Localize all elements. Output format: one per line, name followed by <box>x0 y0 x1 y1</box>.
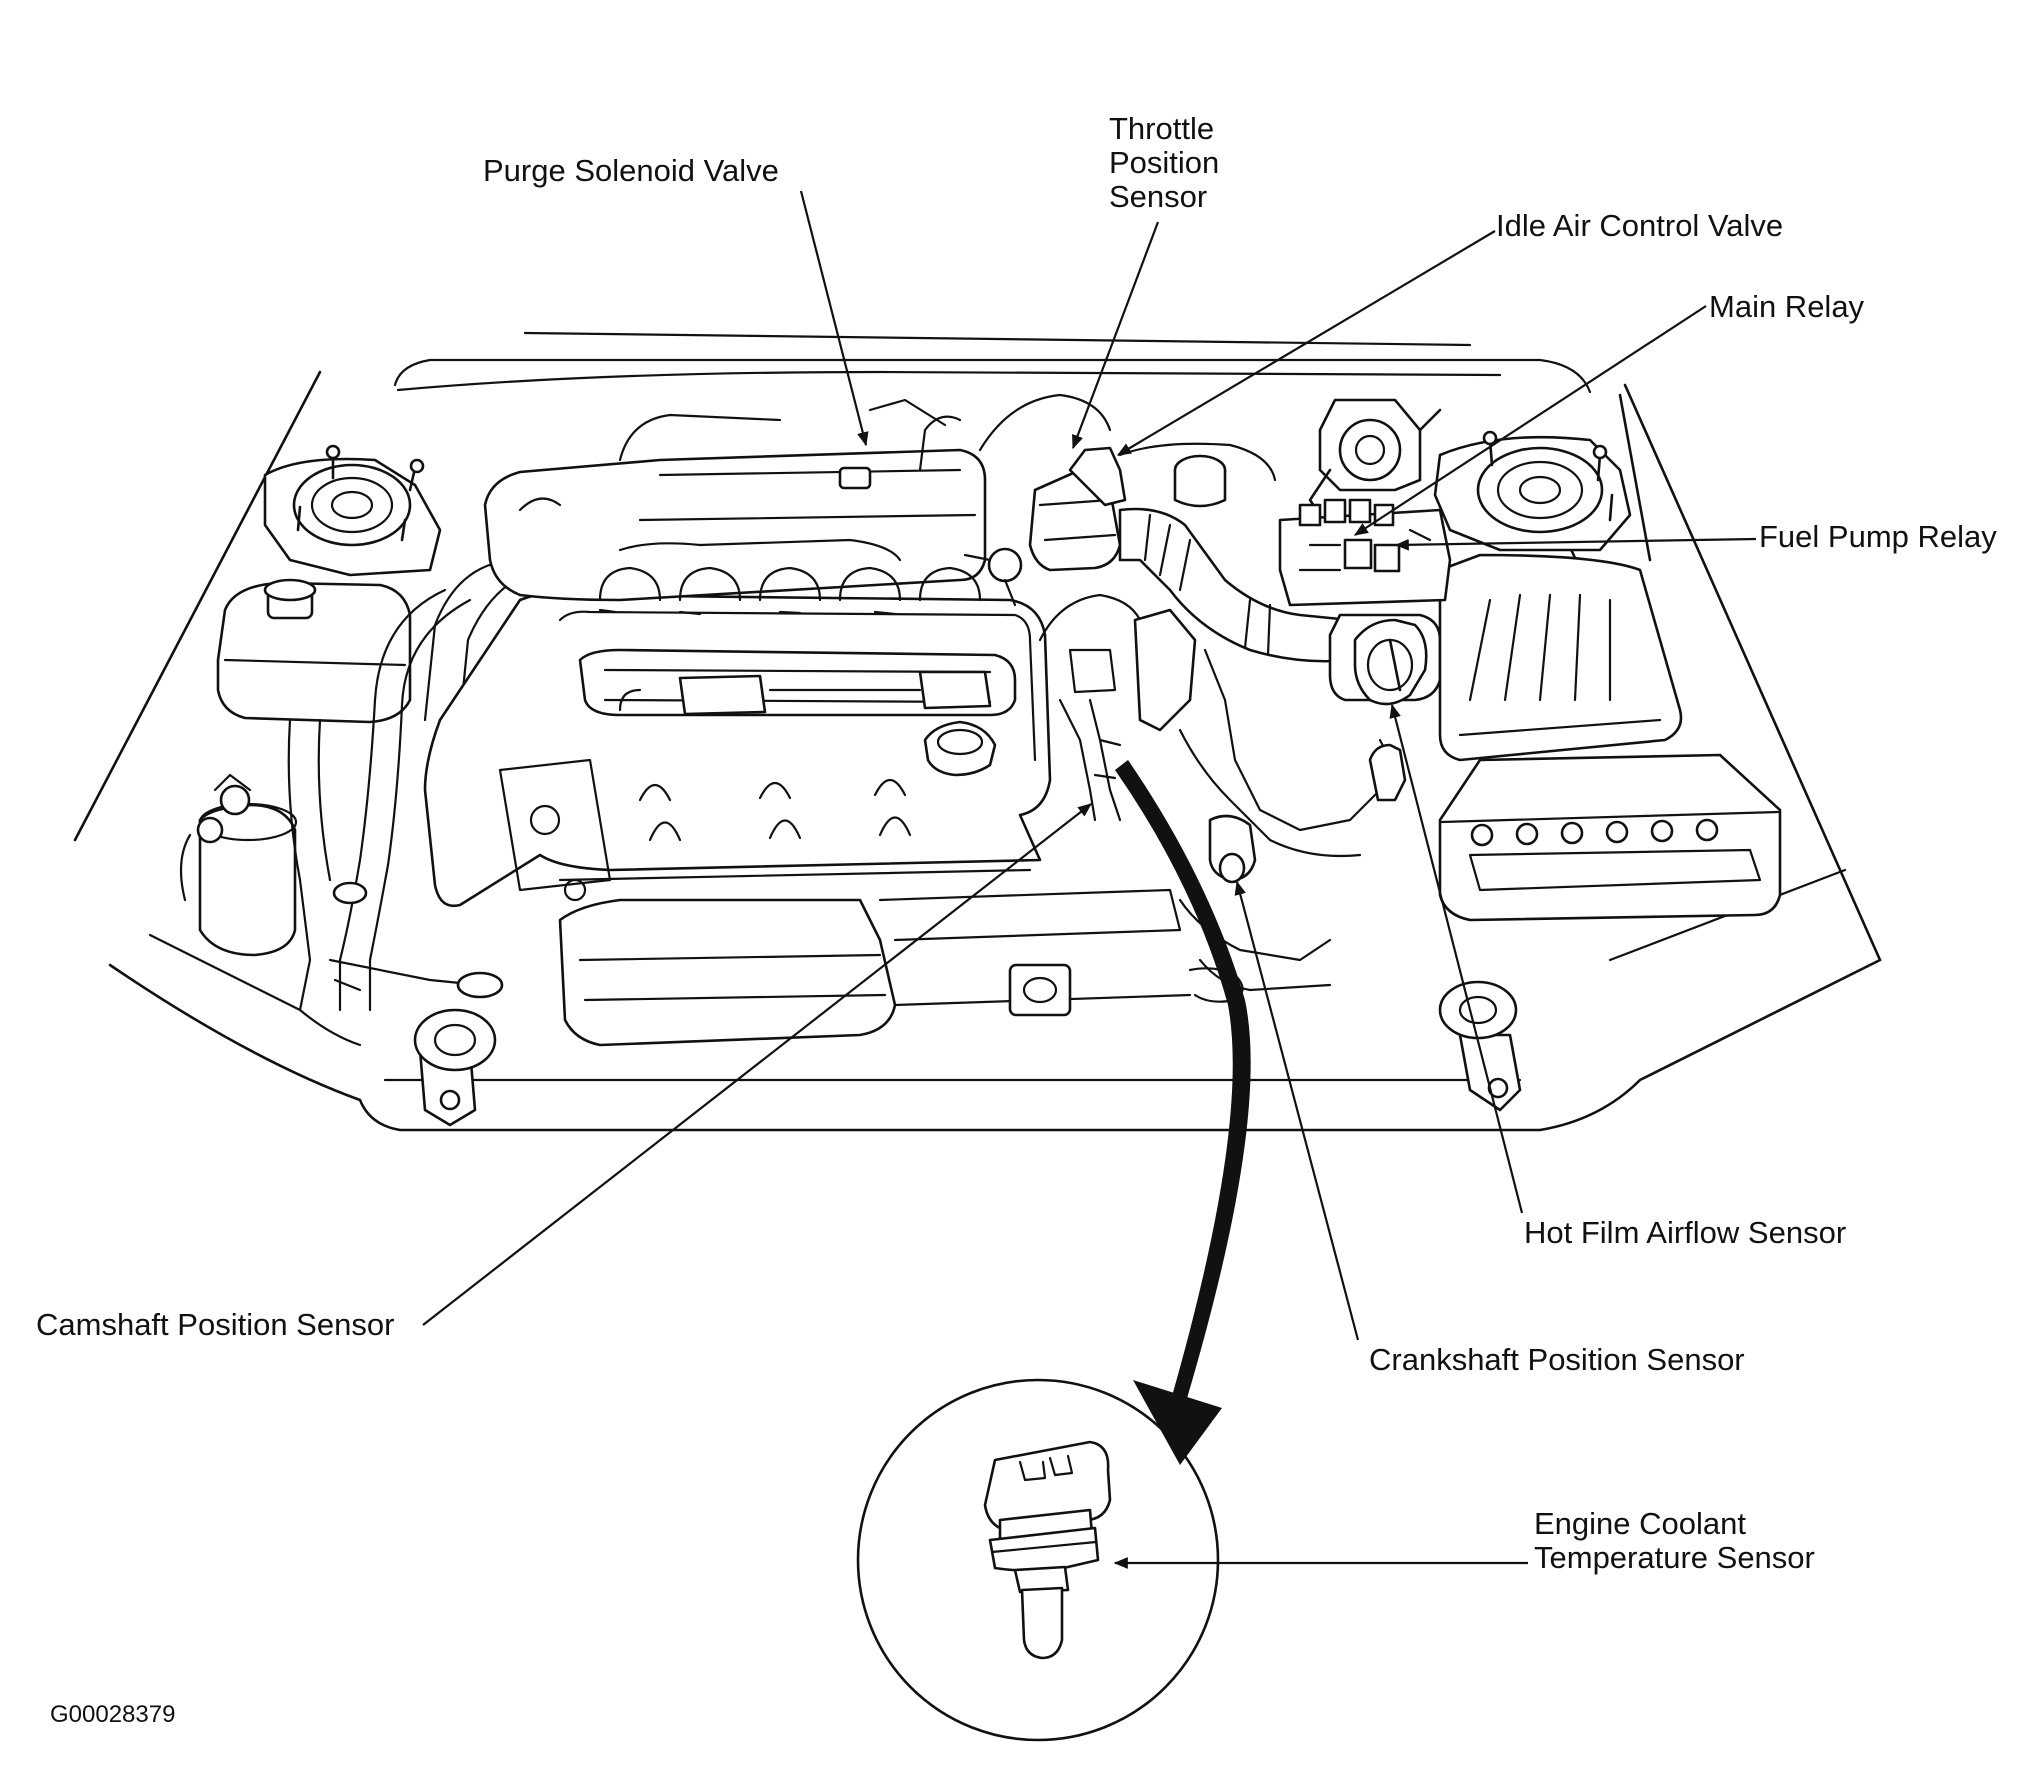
intake-manifold <box>483 448 987 616</box>
inset-circle <box>856 1378 1220 1742</box>
leader-camshaft-position-sensor <box>422 803 1092 1326</box>
left-engine-mount <box>413 1008 497 1127</box>
leader-lines <box>422 190 1757 1569</box>
label-purge-solenoid-valve: Purge Solenoid Valve <box>483 153 779 188</box>
label-fuel-pump-relay: Fuel Pump Relay <box>1759 519 1997 554</box>
figure-code: G00028379 <box>50 1701 175 1728</box>
engine-valve-cover <box>423 592 1052 908</box>
label-hot-film-airflow-sensor: Hot Film Airflow Sensor <box>1524 1215 1846 1250</box>
right-engine-mount <box>1438 980 1522 1112</box>
engine-bay-outline <box>73 331 1882 1132</box>
label-engine-coolant-temperature-sensor: Engine Coolant Temperature Sensor <box>1534 1506 1815 1575</box>
leader-fuel-pump-relay <box>1394 537 1757 551</box>
throttle-body <box>963 446 1127 607</box>
wiring-harness <box>618 393 1407 858</box>
leader-crankshaft-position-sensor <box>1234 880 1360 1341</box>
leader-hot-film-airflow-sensor <box>1389 703 1524 1214</box>
leader-purge-solenoid-valve <box>799 190 869 447</box>
coolant-reservoir <box>216 578 412 724</box>
leader-idle-air-control-valve <box>1116 230 1496 456</box>
relay-box <box>1278 498 1452 607</box>
coolant-temperature-sensor-drawing <box>983 1440 1112 1660</box>
air-filter-box <box>1438 553 1683 762</box>
right-strut-tower <box>1433 430 1632 552</box>
battery <box>1438 753 1782 922</box>
leader-main-relay <box>1354 305 1707 536</box>
airflow-sensor-housing <box>1353 618 1428 706</box>
radiator-hoses <box>287 558 557 1012</box>
label-crankshaft-position-sensor: Crankshaft Position Sensor <box>1369 1342 1745 1377</box>
label-main-relay: Main Relay <box>1709 289 1865 324</box>
leader-throttle-position-sensor <box>1071 221 1160 450</box>
washer-reservoir <box>1118 442 1277 508</box>
front-cover <box>558 888 1244 1047</box>
brake-booster-valve <box>1308 398 1442 517</box>
label-camshaft-position-sensor: Camshaft Position Sensor <box>36 1307 394 1342</box>
canister <box>179 773 298 957</box>
callout-labels: Purge Solenoid Valve Throttle Position S… <box>36 111 1997 1728</box>
label-throttle-position-sensor: Throttle Position Sensor <box>1109 111 1228 214</box>
left-strut-tower <box>263 444 442 577</box>
label-idle-air-control-valve: Idle Air Control Valve <box>1496 208 1783 243</box>
inset-callout-arrow <box>1115 760 1251 1465</box>
